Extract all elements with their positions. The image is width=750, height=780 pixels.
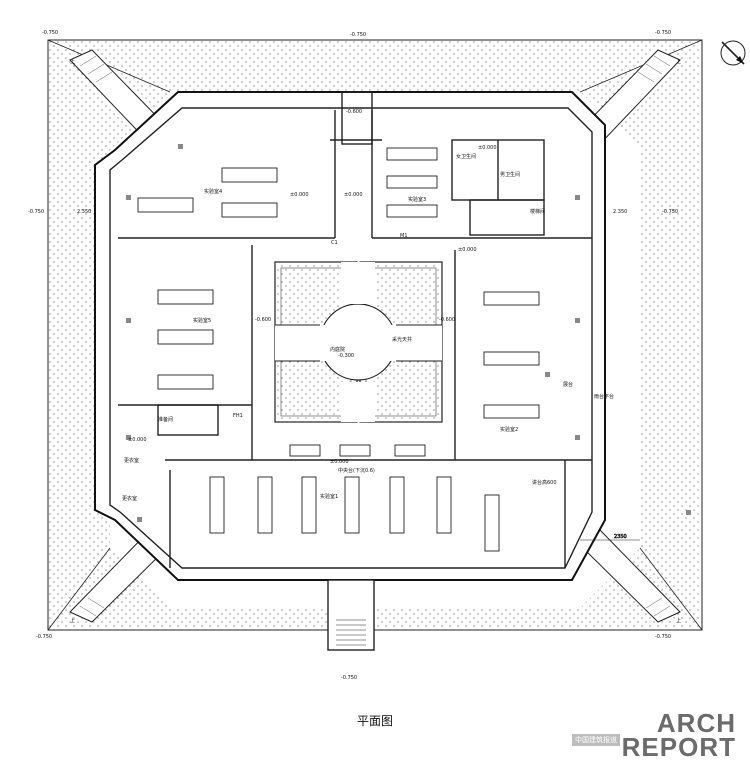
up-mark-sw: 上 (70, 617, 75, 624)
level-e: ±0.000 (330, 459, 349, 465)
elevation-labels: -0.750 -0.750 -0.750 -0.750 -0.750 -0.75… (28, 30, 678, 681)
south-entrance-stair (327, 579, 375, 651)
elev-top-left: -0.750 (42, 30, 58, 36)
logo-line1: ARCH (656, 708, 736, 738)
misc-marks: 上 上 上 上 C1 M1 FH1 (70, 58, 681, 624)
elev-left-inner: 2.350 (77, 209, 91, 215)
drawing-caption: 平面图 (356, 714, 393, 728)
room-lobby: 中央台(下沉0.6) (338, 467, 375, 474)
corner-ramps (69, 49, 681, 623)
central-courtyard (274, 261, 443, 423)
up-mark-ne: 上 (676, 58, 681, 65)
elev-east-lab: -0.600 (439, 317, 455, 323)
room-lab4: 实验室4 (204, 188, 222, 195)
door-fh1: FH1 (233, 413, 243, 419)
up-mark-se: 上 (676, 617, 681, 624)
door-m1: M1 (400, 233, 408, 239)
room-lab2: 实验室2 (500, 426, 518, 433)
elev-bottom-right: -0.750 (655, 634, 671, 640)
level-a: ±0.000 (290, 192, 309, 198)
room-toilet-m: 男卫生间 (500, 171, 520, 178)
room-labels: 实验室4 实验室3 实验室5 实验室2 实验室1 内庭院 采光天井 女卫生间 男… (122, 153, 614, 502)
level-d: ±0.000 (128, 437, 147, 443)
lab-benches (137, 147, 540, 552)
room-teacher: 准备间 (158, 416, 173, 423)
room-atrium: 内庭院 (330, 346, 345, 353)
level-b: ±0.000 (344, 192, 363, 198)
room-lab3: 实验室3 (408, 196, 426, 203)
room-lab5: 实验室5 (193, 317, 211, 324)
room-dress2: 更衣室 (122, 495, 137, 502)
elev-top-center: -0.750 (350, 32, 366, 38)
structural-columns (126, 144, 691, 522)
inner-walls (109, 91, 593, 569)
level-marks: ±0.000 ±0.000 ±0.000 ±0.000 ±0.000 ±0.00… (128, 145, 497, 465)
room-atrium-sub: 采光天井 (392, 336, 412, 343)
room-lab1: 实验室1 (320, 493, 338, 500)
room-stage: 讲台高600 (532, 479, 557, 486)
level-c: ±0.000 (458, 247, 477, 253)
room-toilet-w: 女卫生间 (456, 153, 476, 160)
elev-bottom-left: -0.750 (36, 634, 52, 640)
elev-west-lab: -0.600 (255, 317, 271, 323)
dimension-label: 2350 (614, 534, 627, 540)
north-arrow (720, 40, 746, 66)
elev-north-entry: -0.600 (346, 109, 362, 115)
elev-atrium: -0.300 (338, 353, 354, 359)
elev-right-inner: 2.350 (613, 209, 627, 215)
room-platform: 雨台平台 (594, 393, 614, 400)
elev-left: -0.750 (28, 209, 44, 215)
logo-line2: REPORT (621, 732, 736, 762)
arch-report-logo: ARCH 中国建筑报道 REPORT (566, 710, 736, 760)
door-c1: C1 (331, 240, 338, 246)
room-exhibit: 展台 (563, 381, 573, 388)
elev-right: -0.750 (662, 209, 678, 215)
up-mark-nw: 上 (70, 58, 75, 65)
elev-bottom-center: -0.750 (341, 675, 357, 681)
dimension-line: 2350 (580, 534, 640, 541)
level-f: ±0.000 (478, 145, 497, 151)
elev-top-right: -0.750 (655, 30, 671, 36)
room-stair: 楼梯间 (530, 208, 545, 215)
room-dress: 更衣室 (124, 457, 139, 464)
logo-sub: 中国建筑报道 (572, 734, 620, 746)
